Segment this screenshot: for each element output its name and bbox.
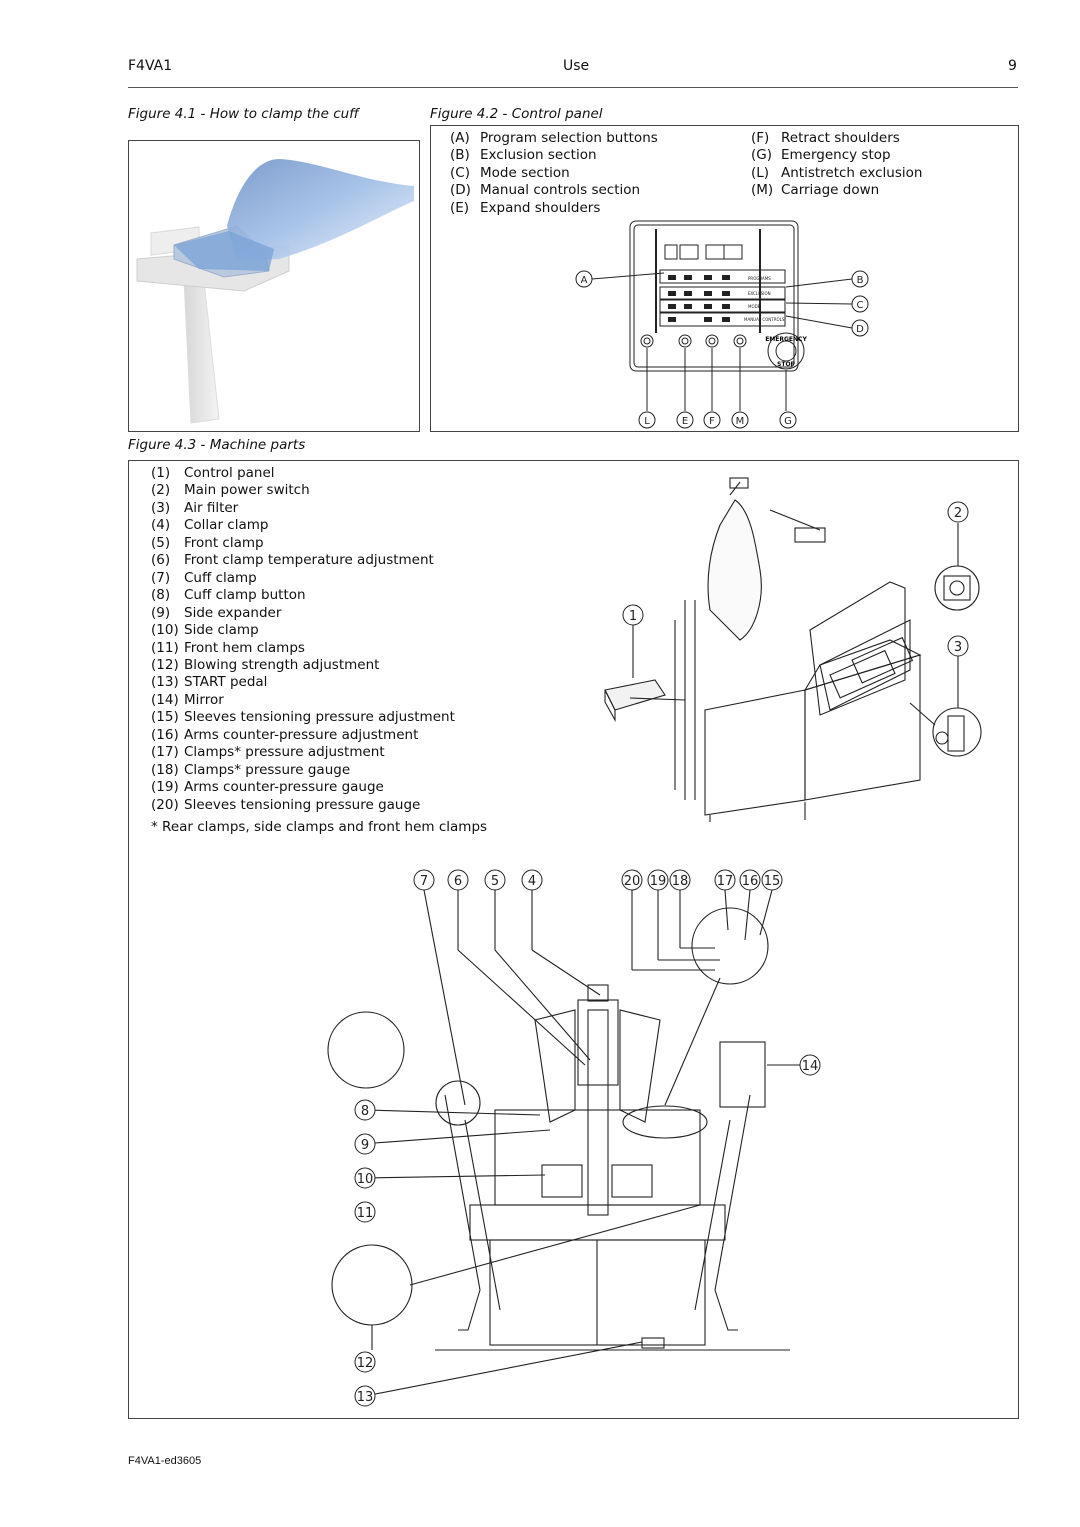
header-rule [128,87,1018,88]
legend-item: (G)Emergency stop [751,147,891,164]
list-item: (3)Air filter [151,499,239,516]
machine-parts-list: (1)Control panel (2)Main power switch (3… [151,465,455,814]
callout-a: A [581,275,588,286]
callout-l: L [644,416,650,427]
callout-7: 7 [420,874,428,889]
machine-front-view: 7 6 5 4 20 19 18 17 16 15 8 9 10 11 12 1… [327,869,821,1407]
list-item: (1)Control panel [151,465,275,481]
list-item: (20)Sleeves tensioning pressure gauge [151,796,421,813]
callout-3: 3 [954,640,962,655]
figure-2-caption: Figure 4.2 - Control panel [430,106,603,122]
callout-16: 16 [742,874,759,889]
panel-body [629,220,799,372]
callout-g: G [784,416,792,427]
list-item: (4)Collar clamp [151,517,269,534]
list-item: (17)Clamps* pressure adjustment [151,744,385,761]
callout-c: C [857,300,864,311]
list-item: (16)Arms counter-pressure adjustment [151,726,419,743]
callout-19: 19 [650,874,667,889]
legend-item: (E)Expand shoulders [450,199,601,216]
callout-14: 14 [802,1059,819,1074]
callout-12: 12 [357,1356,374,1371]
callout-5: 5 [491,874,499,889]
list-item: (12)Blowing strength adjustment [151,656,380,673]
button-m [733,334,747,348]
callout-9: 9 [361,1138,369,1153]
callout-11: 11 [357,1206,374,1221]
list-item: (10)Side clamp [151,622,259,639]
footer-code: F4VA1-ed3605 [128,1455,202,1467]
list-item: (11)Front hem clamps [151,639,305,656]
control-panel-diagram: PROGRAMS EXCLUSION MODE MANUAL CONTROLS … [575,220,869,429]
parts-footnote: * Rear clamps, side clamps and front hem… [151,819,488,835]
control-panel-legend-right: (F)Retract shoulders (G)Emergency stop (… [751,130,922,200]
panel-label-programs: PROGRAMS [748,276,771,281]
callout-6: 6 [454,874,462,889]
legend-item: (M)Carriage down [751,182,880,199]
callout-20: 20 [624,874,641,889]
list-item: (19)Arms counter-pressure gauge [151,779,384,796]
callout-d: D [856,324,864,335]
figure-3-frame [128,460,1019,1419]
list-item: (5)Front clamp [151,534,264,551]
figure-2-frame [430,125,1019,432]
figure-1-caption: Figure 4.1 - How to clamp the cuff [128,106,359,122]
panel-label-exclusion: EXCLUSION [748,291,771,296]
legend-item: (L)Antistretch exclusion [751,164,923,181]
list-item: (7)Cuff clamp [151,569,257,586]
callout-10: 10 [357,1172,374,1187]
doc-code: F4VA1 [128,58,173,74]
list-item: (2)Main power switch [151,482,310,499]
list-item: (13)START pedal [151,674,268,691]
callout-e: E [682,416,688,427]
control-panel-legend-left: (A)Program selection buttons (B)Exclusio… [450,130,658,217]
legend-item: (F)Retract shoulders [751,130,900,146]
list-item: (18)Clamps* pressure gauge [151,761,351,778]
list-item: (8)Cuff clamp button [151,587,306,604]
callout-1: 1 [629,609,637,624]
callout-15: 15 [764,874,781,889]
callout-m: M [736,416,745,427]
callout-b: B [857,275,864,286]
callout-2: 2 [954,506,962,521]
callout-8: 8 [361,1104,369,1119]
figure-1-frame [128,140,420,432]
button-l [640,334,654,348]
machine-side-view: 2 3 1 [604,477,982,822]
button-f [705,334,719,348]
list-item: (14)Mirror [151,691,224,708]
button-e [678,334,692,348]
callout-13: 13 [357,1390,374,1405]
list-item: (6)Front clamp temperature adjustment [151,552,434,569]
legend-item: (D)Manual controls section [450,182,641,199]
legend-item: (C)Mode section [450,164,570,181]
estop-label-bottom: STOP [777,361,796,368]
callout-f: F [709,416,715,427]
figure-3-caption: Figure 4.3 - Machine parts [128,437,306,453]
callout-18: 18 [672,874,689,889]
cuff-clamp-illustration [136,159,414,424]
list-item: (9)Side expander [151,604,282,621]
section-title: Use [563,58,590,74]
panel-label-mode: MODE [748,304,761,309]
callout-17: 17 [717,874,734,889]
panel-label-manual-controls: MANUAL CONTROLS [744,317,785,322]
page-number: 9 [1008,58,1017,74]
legend-item: (B)Exclusion section [450,147,597,164]
legend-item: (A)Program selection buttons [450,130,658,146]
callout-4: 4 [528,874,536,889]
emergency-stop-button [767,332,805,370]
list-item: (15)Sleeves tensioning pressure adjustme… [151,709,455,726]
estop-label-top: EMERGENCY [765,336,807,343]
